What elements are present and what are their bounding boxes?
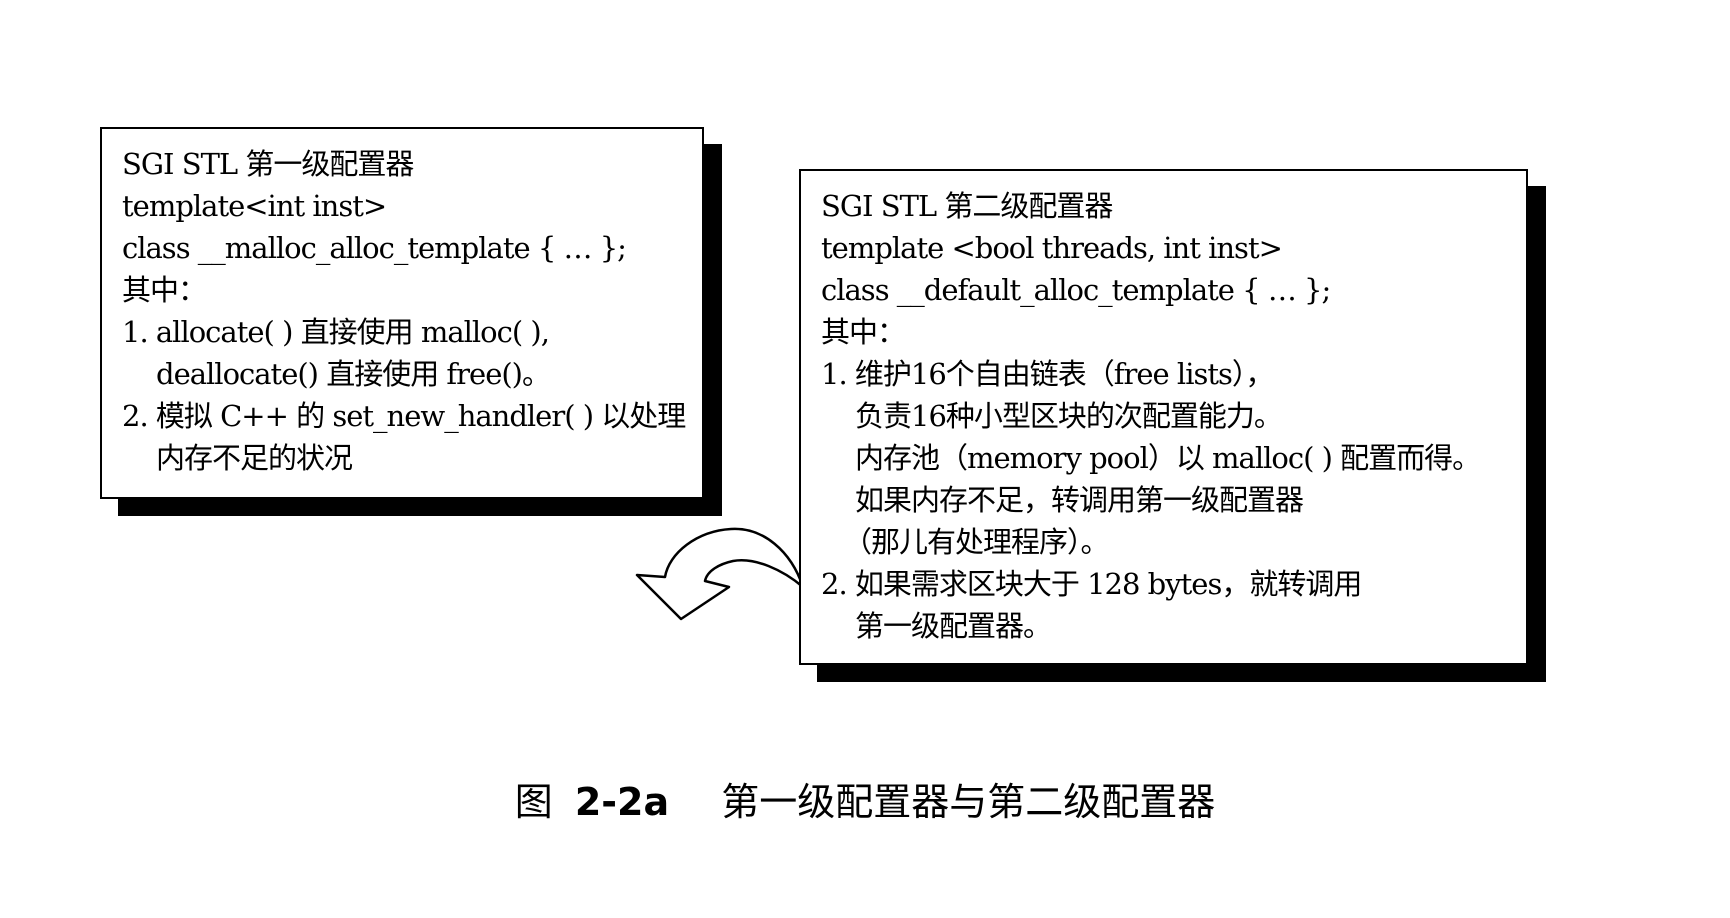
first-box-item: 2. 模拟 C++ 的 set_new_handler( ) 以处理	[122, 399, 686, 433]
first-box-item: 内存不足的状况	[156, 441, 353, 475]
first-box-template-line: template<int inst>	[122, 189, 387, 223]
figure-caption-prefix: 图	[514, 780, 553, 824]
first-box-content: SGI STL 第一级配置器 template<int inst> class …	[100, 127, 704, 499]
second-box-item: 2. 如果需求区块大于 128 bytes，就转调用	[821, 567, 1362, 601]
first-box-title: SGI STL 第一级配置器	[122, 147, 414, 181]
second-level-allocator-box: SGI STL 第二级配置器 template <bool threads, i…	[799, 169, 1546, 682]
second-box-item: 1. 维护16个自由链表（free lists），	[821, 357, 1274, 391]
figure-caption: 图 2-2a 第一级配置器与第二级配置器	[0, 778, 1730, 826]
second-box-item: 内存池（memory pool）以 malloc( ) 配置而得。	[855, 441, 1481, 475]
figure-caption-text: 第一级配置器与第二级配置器	[721, 780, 1216, 824]
second-box-title: SGI STL 第二级配置器	[821, 189, 1113, 223]
second-box-item: （那儿有处理程序）。	[843, 525, 1110, 559]
first-level-allocator-box: SGI STL 第一级配置器 template<int inst> class …	[100, 127, 722, 516]
second-box-content: SGI STL 第二级配置器 template <bool threads, i…	[799, 169, 1528, 665]
second-box-item: 负责16种小型区块的次配置能力。	[855, 399, 1283, 433]
curved-arrow-icon	[635, 527, 805, 621]
second-box-among-label: 其中：	[821, 315, 906, 349]
second-box-template-line: template <bool threads, int inst>	[821, 231, 1283, 265]
first-box-class-line: class __malloc_alloc_template { … };	[122, 231, 627, 265]
second-box-item: 如果内存不足，转调用第一级配置器	[855, 483, 1304, 517]
second-box-class-line: class __default_alloc_template { … };	[821, 273, 1331, 307]
first-box-item: deallocate() 直接使用 free()。	[156, 357, 551, 391]
first-box-item: 1. allocate( ) 直接使用 malloc( ),	[122, 315, 550, 349]
second-box-item: 第一级配置器。	[855, 609, 1052, 643]
figure-number: 2-2a	[574, 780, 670, 824]
first-box-among-label: 其中：	[122, 273, 207, 307]
